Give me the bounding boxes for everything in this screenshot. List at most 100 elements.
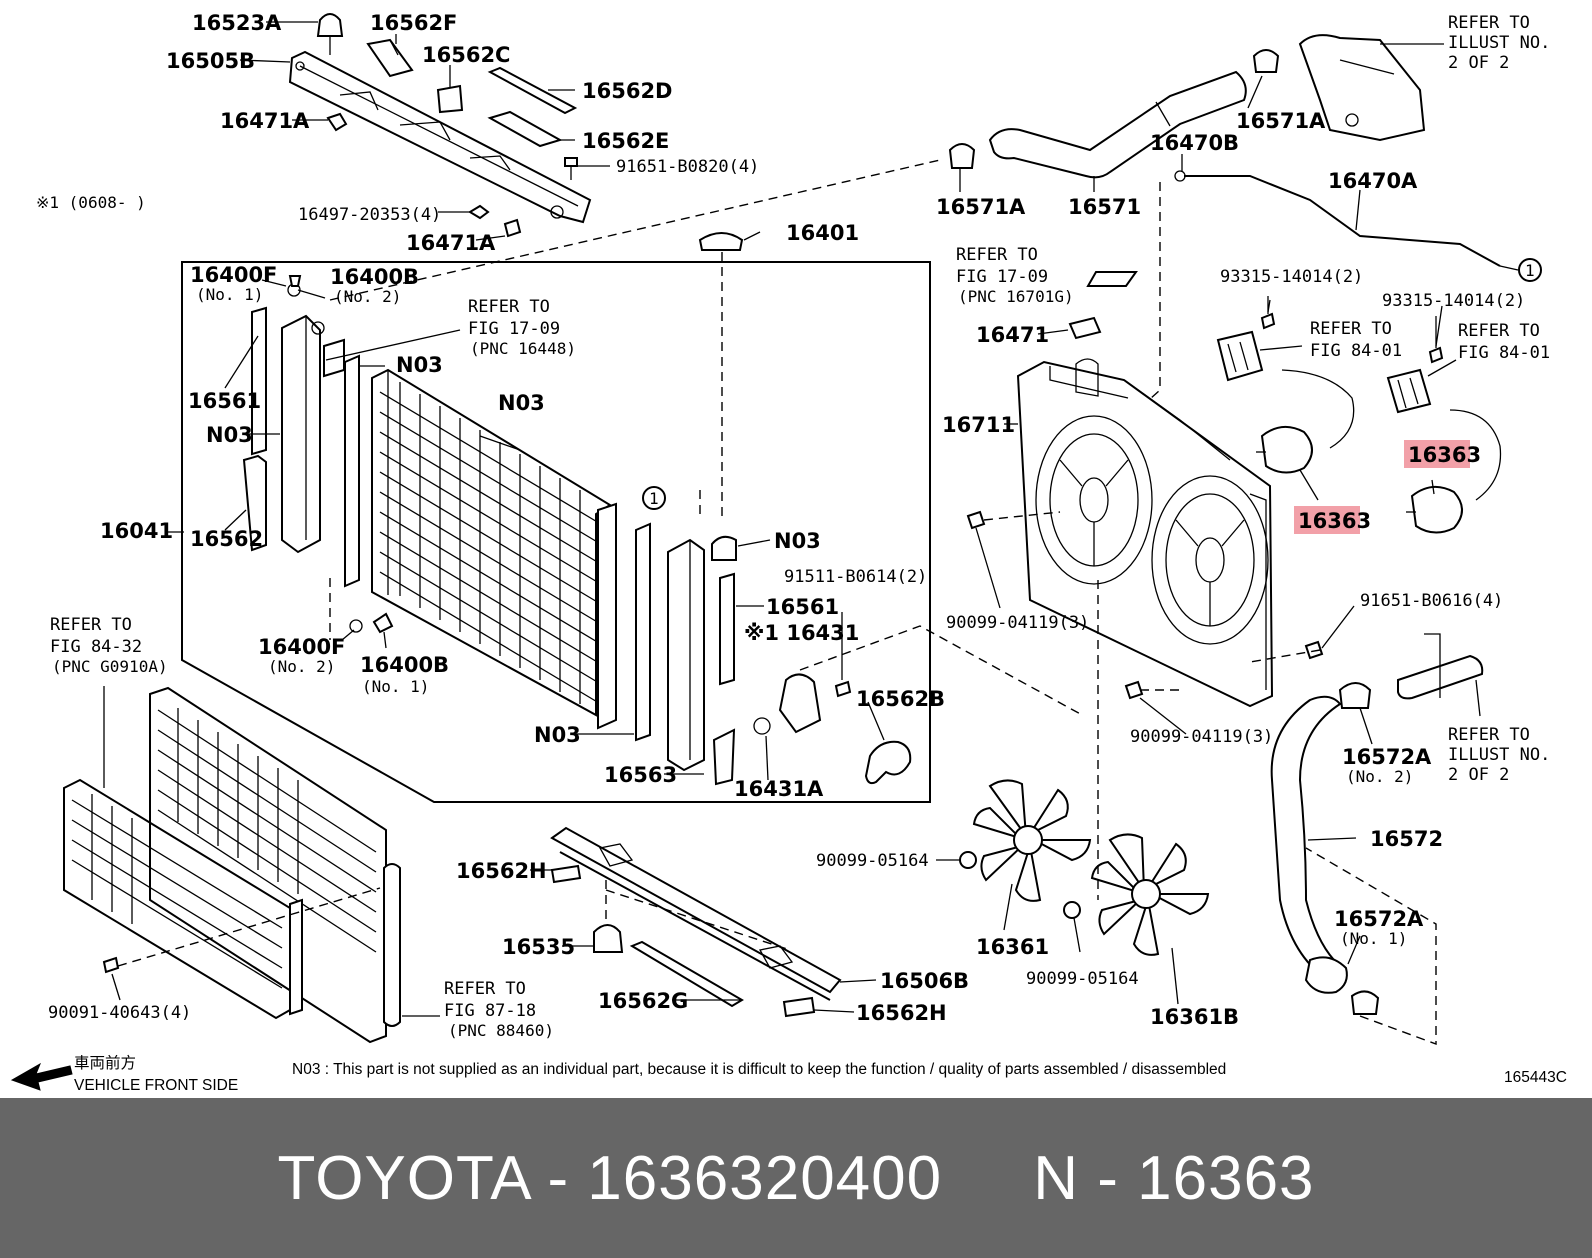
ref-illust-b-1: REFER TO bbox=[1448, 725, 1530, 745]
lower-hose-fan-group bbox=[936, 580, 1484, 1046]
label-16400B-no1: 16400B bbox=[360, 653, 449, 677]
label-16471: 16471 bbox=[976, 323, 1049, 347]
label-91651-B0820: 91651-B0820(4) bbox=[616, 157, 759, 177]
label-90091: 90091-40643(4) bbox=[48, 1003, 191, 1023]
label-90099-05164-a: 90099-05164 bbox=[816, 851, 929, 871]
lower-support-group bbox=[530, 826, 877, 1018]
vehicle-front-label-en: VEHICLE FRONT SIDE bbox=[74, 1077, 238, 1094]
label-16363-highlight-b: 16363 bbox=[1408, 443, 1481, 467]
ref-illust-a-3: 2 OF 2 bbox=[1448, 53, 1509, 73]
label-16562E: 16562E bbox=[582, 129, 669, 153]
label-16506B: 16506B bbox=[880, 969, 969, 993]
label-93315-a: 93315-14014(2) bbox=[1220, 267, 1363, 287]
ref-illust-b-3: 2 OF 2 bbox=[1448, 765, 1509, 785]
ref-illust-a-2: ILLUST NO. bbox=[1448, 33, 1550, 53]
condenser-group bbox=[63, 686, 440, 1044]
label-16361: 16361 bbox=[976, 935, 1049, 959]
label-16562C: 16562C bbox=[422, 43, 510, 67]
ref-fig-87-18-1: REFER TO bbox=[444, 979, 526, 999]
label-16571A-a: 16571A bbox=[936, 195, 1026, 219]
label-16562B: 16562B bbox=[856, 687, 945, 711]
label-91651-B0616: 91651-B0616(4) bbox=[1360, 591, 1503, 611]
ref-fig-17-09-a-2: FIG 17-09 bbox=[468, 319, 560, 339]
ref-fig-84-32-3: (PNC G0910A) bbox=[52, 657, 168, 676]
label-93315-b: 93315-14014(2) bbox=[1382, 291, 1525, 311]
ref-fig-17-09-a-3: (PNC 16448) bbox=[470, 339, 576, 358]
label-16561-b: 16561 bbox=[766, 595, 839, 619]
upper-support-group bbox=[239, 13, 610, 241]
label-n03-a: N03 bbox=[396, 353, 443, 377]
ref-fig-87-18-2: FIG 87-18 bbox=[444, 1001, 536, 1021]
label-16431A: 16431A bbox=[734, 777, 824, 801]
label-no2-a: (No. 2) bbox=[334, 287, 401, 306]
label-16571: 16571 bbox=[1068, 195, 1141, 219]
ref-fig-84-32-1: REFER TO bbox=[50, 615, 132, 635]
label-16523A: 16523A bbox=[192, 11, 282, 35]
label-16562: 16562 bbox=[190, 527, 263, 551]
label-16562H-b: 16562H bbox=[856, 1001, 947, 1025]
label-16470A: 16470A bbox=[1328, 169, 1418, 193]
note-1: ※1 (0608- ) bbox=[36, 193, 146, 212]
ref-illust-a-1: REFER TO bbox=[1448, 13, 1530, 33]
diagram-id: 165443C bbox=[1504, 1069, 1567, 1086]
ref-fig-84-01-b-2: FIG 84-01 bbox=[1458, 343, 1550, 363]
ref-fig-17-09-b-2: FIG 17-09 bbox=[956, 267, 1048, 287]
ref-fig-17-09-b-1: REFER TO bbox=[956, 245, 1038, 265]
label-n03-e: N03 bbox=[534, 723, 581, 747]
label-16470B: 16470B bbox=[1150, 131, 1239, 155]
label-n03-b: N03 bbox=[498, 391, 545, 415]
parts-diagram: 16523A 16505B 16562F 16562C 16562D 16471… bbox=[10, 11, 1567, 1094]
ref-illust-b-2: ILLUST NO. bbox=[1448, 745, 1550, 765]
label-16505B: 16505B bbox=[166, 49, 255, 73]
radiator-group bbox=[166, 159, 1085, 803]
vehicle-front-arrow-icon bbox=[10, 1062, 73, 1091]
label-16561-a: 16561 bbox=[188, 389, 261, 413]
ref-fig-84-01-b-1: REFER TO bbox=[1458, 321, 1540, 341]
label-16535: 16535 bbox=[502, 935, 575, 959]
label-16562H-a: 16562H bbox=[456, 859, 547, 883]
fan-motor-group bbox=[1216, 296, 1502, 534]
circled-marker-1 bbox=[642, 486, 666, 510]
label-16497: 16497-20353(4) bbox=[298, 205, 441, 225]
ref-fig-17-09-a-1: REFER TO bbox=[468, 297, 550, 317]
label-no1-a: (No. 1) bbox=[196, 285, 263, 304]
label-16562G: 16562G bbox=[598, 989, 688, 1013]
label-no1-b: (No. 1) bbox=[362, 677, 429, 696]
label-16400F-no1: 16400F bbox=[190, 263, 277, 287]
label-16572A-no1: 16572A bbox=[1334, 907, 1424, 931]
label-n03-d: N03 bbox=[774, 529, 821, 553]
label-16400F-no2: 16400F bbox=[258, 635, 345, 659]
ref-fig-84-32-2: FIG 84-32 bbox=[50, 637, 142, 657]
ref-fig-87-18-3: (PNC 88460) bbox=[448, 1021, 554, 1040]
circled-1-b: 1 bbox=[1525, 261, 1535, 280]
label-90099-05164-b: 90099-05164 bbox=[1026, 969, 1139, 989]
label-16400B-no2: 16400B bbox=[330, 265, 419, 289]
label-16363-highlight-a: 16363 bbox=[1298, 509, 1371, 533]
circled-1-a: 1 bbox=[649, 489, 659, 508]
label-16361B: 16361B bbox=[1150, 1005, 1239, 1029]
label-16562F: 16562F bbox=[370, 11, 457, 35]
label-16572: 16572 bbox=[1370, 827, 1443, 851]
label-16563: 16563 bbox=[604, 763, 677, 787]
label-16572A-no2: 16572A bbox=[1342, 745, 1432, 769]
label-91511: 91511-B0614(2) bbox=[784, 567, 927, 587]
label-no1-c: (No. 1) bbox=[1340, 929, 1407, 948]
label-90099-04119-a: 90099-04119(3) bbox=[946, 613, 1089, 633]
label-16711: 16711 bbox=[942, 413, 1015, 437]
part-number-banner: TOYOTA - 1636320400 N - 16363 bbox=[0, 1098, 1592, 1258]
label-16562D: 16562D bbox=[582, 79, 673, 103]
label-90099-04119-b: 90099-04119(3) bbox=[1130, 727, 1273, 747]
ref-fig-84-01-a-1: REFER TO bbox=[1310, 319, 1392, 339]
label-no2-c: (No. 2) bbox=[1346, 767, 1413, 786]
label-n03-c: N03 bbox=[206, 423, 253, 447]
label-no2-b: (No. 2) bbox=[268, 657, 335, 676]
label-16471A-top: 16471A bbox=[220, 109, 310, 133]
part-number-text: TOYOTA - 1636320400 N - 16363 bbox=[277, 1143, 1315, 1213]
part-labels: 16523A 16505B 16562F 16562C 16562D 16471… bbox=[36, 11, 1567, 1094]
label-16431: ※1 16431 bbox=[744, 621, 859, 645]
label-16571A-b: 16571A bbox=[1236, 109, 1326, 133]
n03-footnote: N03 : This part is not supplied as an in… bbox=[292, 1061, 1226, 1078]
label-16401: 16401 bbox=[786, 221, 859, 245]
label-16041: 16041 bbox=[100, 519, 173, 543]
vehicle-front-label-jp: 車両前方 bbox=[74, 1054, 136, 1072]
